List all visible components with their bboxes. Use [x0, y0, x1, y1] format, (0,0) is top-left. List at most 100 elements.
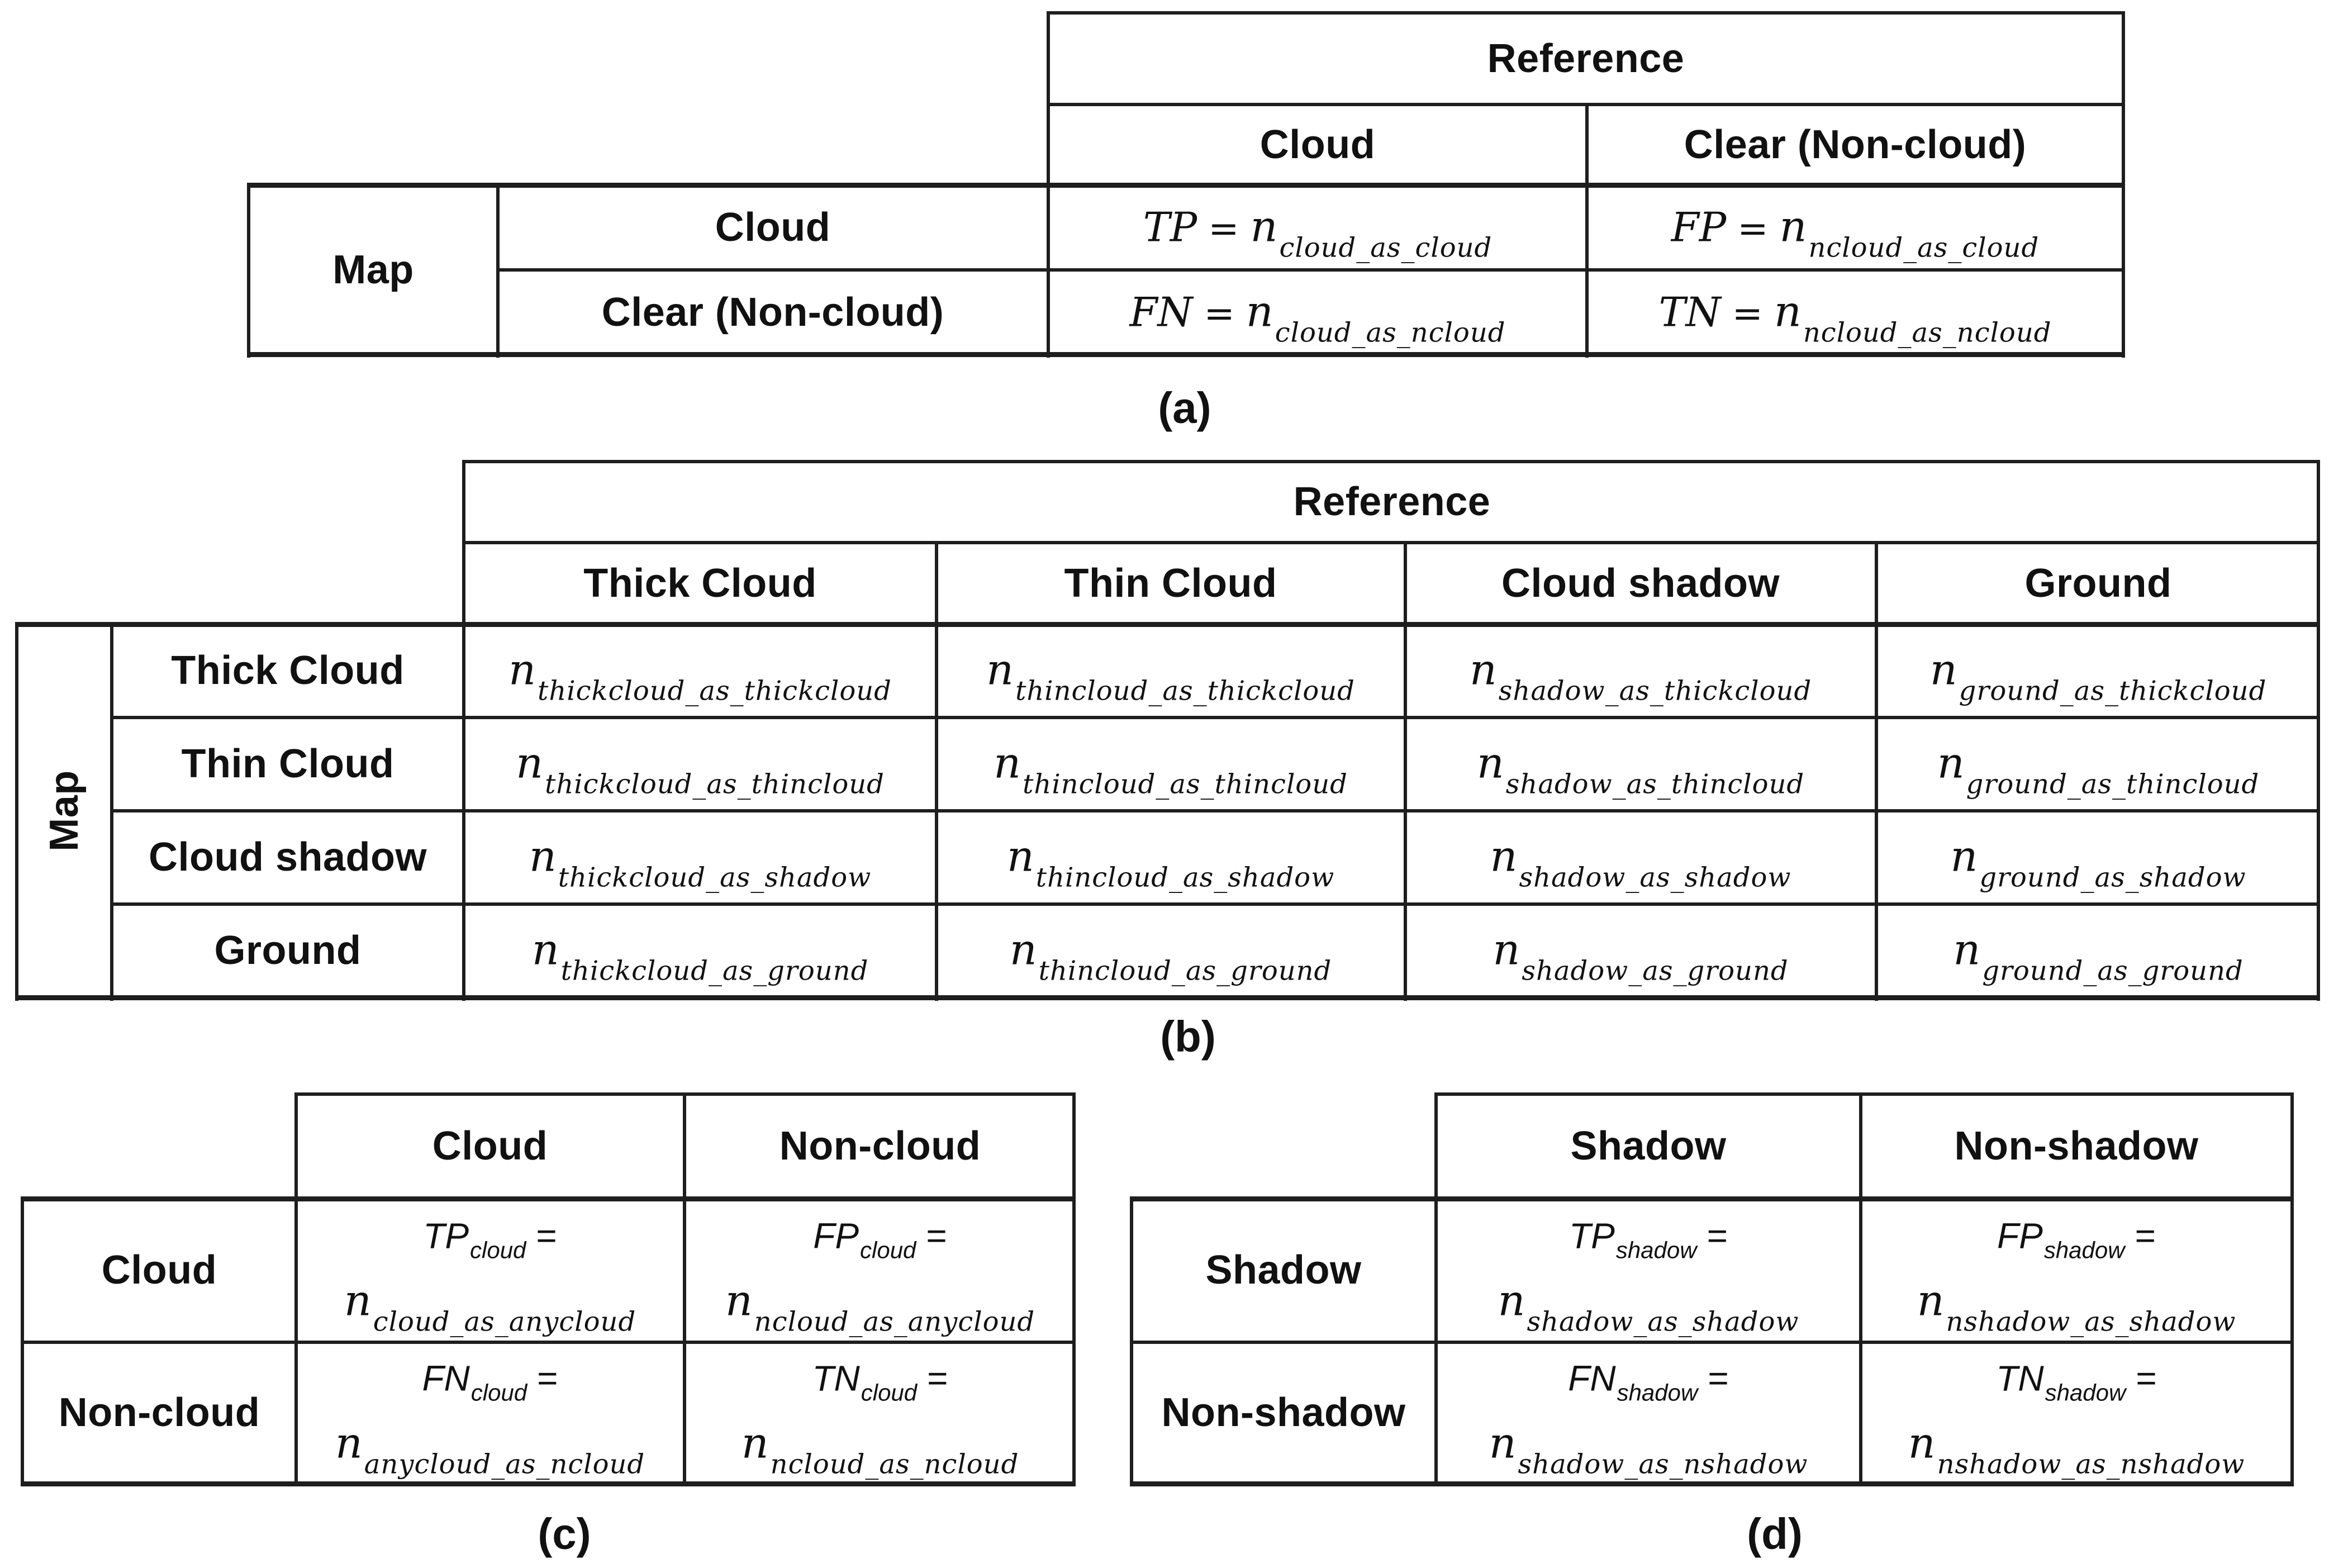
n-symbol: n [1908, 1418, 1936, 1468]
fn-symbol: FN [422, 1358, 470, 1399]
equals-sign: = [536, 1215, 557, 1256]
n-symbol: n [725, 1275, 753, 1325]
formula-lead: FPshadow= [1997, 1215, 2156, 1263]
formula-lead: TNcloud= [812, 1358, 948, 1406]
n-subscript: nshadow_as_nshadow [1937, 1448, 2245, 1480]
n-symbol: n [1250, 201, 1278, 251]
table-b-cell: nthickcloud_as_thickcloud [508, 645, 892, 707]
table-a-cell-tp: TP=ncloud_as_cloud [1143, 201, 1493, 264]
grid-line [15, 622, 2320, 627]
table-a-cell-fn: FN=ncloud_as_ncloud [1130, 286, 1506, 349]
table-b-cell: nground_as_thickcloud [1930, 645, 2267, 707]
grid-line [683, 1092, 686, 1485]
table-b-map-label: Map [42, 770, 87, 852]
tp-symbol: TP [1143, 203, 1197, 251]
table-b-cell: nthickcloud_as_shadow [529, 831, 871, 894]
table-a-row-header-clear: Clear (Non-cloud) [601, 290, 944, 335]
n-subscript: thincloud_as_thickcloud [1015, 675, 1355, 707]
table-d-col-header-nonshadow: Non-shadow [1954, 1124, 2199, 1168]
grid-line [247, 352, 2125, 357]
n-subscript: thickcloud_as_shadow [558, 862, 872, 894]
n-subscript: ncloud_as_cloud [1808, 232, 2040, 264]
table-b-cell: nshadow_as_ground [1493, 925, 1788, 987]
table-b-cell: nthincloud_as_thincloud [994, 738, 1348, 800]
equals-sign: = [2136, 1358, 2157, 1399]
grid-line [247, 183, 2125, 188]
n-subscript: shadow_as_nshadow [1518, 1448, 1808, 1480]
table-b-row-header-thickcloud: Thick Cloud [171, 648, 405, 693]
n-symbol: n [344, 1275, 372, 1325]
n-symbol: n [741, 1418, 769, 1468]
n-symbol: n [335, 1418, 363, 1468]
panel-label-d: (d) [1747, 1509, 1803, 1559]
grid-line [110, 809, 2320, 812]
equals-sign: = [537, 1358, 558, 1399]
n-symbol: n [1490, 831, 1518, 881]
n-subscript: ncloud_as_anycloud [754, 1306, 1035, 1338]
table-b-reference-header: Reference [1293, 479, 1491, 524]
n-symbol: n [1246, 286, 1273, 336]
grid-line [1875, 541, 1878, 1001]
grid-line [21, 1196, 1076, 1201]
table-a-cell-fp: FP=nncloud_as_cloud [1671, 201, 2039, 264]
grid-line [2317, 460, 2320, 1001]
equals-sign: = [1732, 292, 1763, 335]
tn-symbol: TN [1996, 1358, 2044, 1399]
formula-count: nncloud_as_ncloud [741, 1418, 1019, 1480]
n-subscript: thickcloud_as_thickcloud [538, 675, 892, 707]
n-subscript: ground_as_shadow [1979, 862, 2246, 894]
fp-symbol: FP [1671, 203, 1727, 251]
table-a-map-label: Map [332, 248, 414, 292]
table-b-row-header-cloudshadow: Cloud shadow [149, 835, 427, 880]
table-c-row-header-noncloud: Non-cloud [58, 1390, 260, 1435]
grid-line [247, 183, 250, 358]
n-subscript: ground_as_ground [1982, 955, 2244, 987]
table-a-cell-tn: TN=nncloud_as_ncloud [1659, 287, 2052, 349]
grid-line [462, 460, 2320, 463]
lead-subscript: cloud [860, 1237, 916, 1263]
n-subscript: ground_as_thincloud [1966, 768, 2260, 800]
table-a-reference-header: Reference [1487, 36, 1685, 81]
n-symbol: n [529, 831, 557, 881]
table-d-row-header-shadow: Shadow [1205, 1248, 1362, 1293]
table-b-cell: nground_as_shadow [1950, 831, 2246, 894]
n-subscript: shadow_as_shadow [1519, 862, 1791, 894]
table-d-row-header-nonshadow: Non-shadow [1161, 1390, 1406, 1435]
table-d-cell-fn: FNshadow= nshadow_as_nshadow [1489, 1358, 1808, 1480]
grid-line [1130, 1481, 2294, 1486]
grid-line [15, 623, 18, 1001]
table-d-col-header-shadow: Shadow [1570, 1124, 1727, 1168]
grid-line [1434, 1092, 1438, 1485]
panel-label-b: (b) [1160, 1011, 1216, 1061]
table-a-col-header-cloud: Cloud [1259, 122, 1376, 167]
n-symbol: n [994, 738, 1021, 788]
formula-count: nshadow_as_shadow [1498, 1276, 1799, 1338]
grid-line [2290, 1092, 2294, 1485]
n-subscript: ncloud_as_ncloud [770, 1448, 1019, 1480]
table-b-cell: nground_as_thincloud [1937, 738, 2260, 800]
grid-line [1072, 1092, 1076, 1485]
formula-count: ncloud_as_anycloud [344, 1275, 636, 1338]
formula-lead: TPshadow= [1569, 1215, 1728, 1263]
lead-subscript: cloud [470, 1237, 526, 1263]
table-b-cell: nthincloud_as_shadow [1007, 831, 1334, 894]
tp-symbol: TP [1569, 1215, 1615, 1256]
n-subscript: nshadow_as_shadow [1946, 1306, 2236, 1338]
formula-count: nshadow_as_nshadow [1489, 1418, 1808, 1480]
formula-lead: TPcloud= [423, 1215, 557, 1263]
n-symbol: n [531, 924, 559, 975]
fp-symbol: FP [1997, 1215, 2043, 1256]
formula-count: nanycloud_as_ncloud [335, 1418, 645, 1480]
n-subscript: thincloud_as_shadow [1035, 862, 1335, 894]
grid-line [15, 995, 2320, 1000]
n-symbol: n [1779, 201, 1807, 251]
equals-sign: = [1208, 207, 1239, 250]
equals-sign: = [926, 1215, 947, 1256]
n-subscript: cloud_as_anycloud [373, 1306, 636, 1338]
grid-line [1585, 103, 1589, 358]
n-symbol: n [516, 738, 544, 788]
grid-line [1404, 541, 1407, 1001]
table-b-cell: nground_as_ground [1953, 925, 2243, 987]
n-subscript: shadow_as_shadow [1527, 1306, 1799, 1338]
